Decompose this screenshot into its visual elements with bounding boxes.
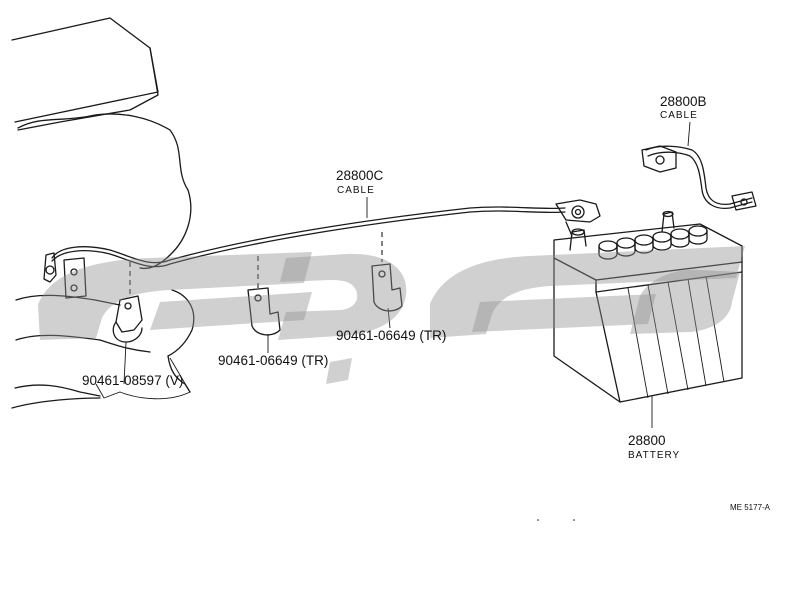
part-number-28800c: 28800C: [336, 168, 384, 183]
watermark-logo: [38, 246, 745, 384]
battery-cell-caps: [598, 225, 708, 260]
part-number-90461-06649-tr-right: 90461-06649 (TR): [336, 328, 446, 343]
cable-28800b: [641, 145, 757, 211]
part-name-28800c: CABLE: [337, 185, 375, 196]
label-cable-28800c: 28800C CABLE: [336, 168, 384, 196]
ground-terminal-icon: [43, 252, 87, 299]
part-number-28800b: 28800B: [660, 94, 707, 109]
label-cable-28800b: 28800B CABLE: [660, 94, 707, 121]
part-number-90461-06649-tr-left: 90461-06649 (TR): [218, 353, 328, 368]
part-number-28800: 28800: [628, 433, 666, 448]
terminal-connector-icon: [555, 199, 601, 237]
label-battery-28800: 28800 BATTERY: [628, 433, 680, 461]
cable-clamp-tr-right-icon: [371, 232, 403, 312]
part-name-28800b: CABLE: [660, 110, 698, 121]
stray-marks: [537, 519, 575, 521]
cable-clamp-tr-left-icon: [247, 256, 281, 336]
cable-28800c: [51, 206, 566, 268]
leader-lines: [95, 121, 691, 428]
drawing-reference: ME 5177-A: [730, 503, 771, 512]
part-number-90461-08597-v: 90461-08597 (V): [82, 373, 183, 388]
part-name-28800: BATTERY: [628, 450, 680, 461]
engine-block-outline: [11, 17, 195, 409]
battery-icon: [553, 210, 743, 403]
